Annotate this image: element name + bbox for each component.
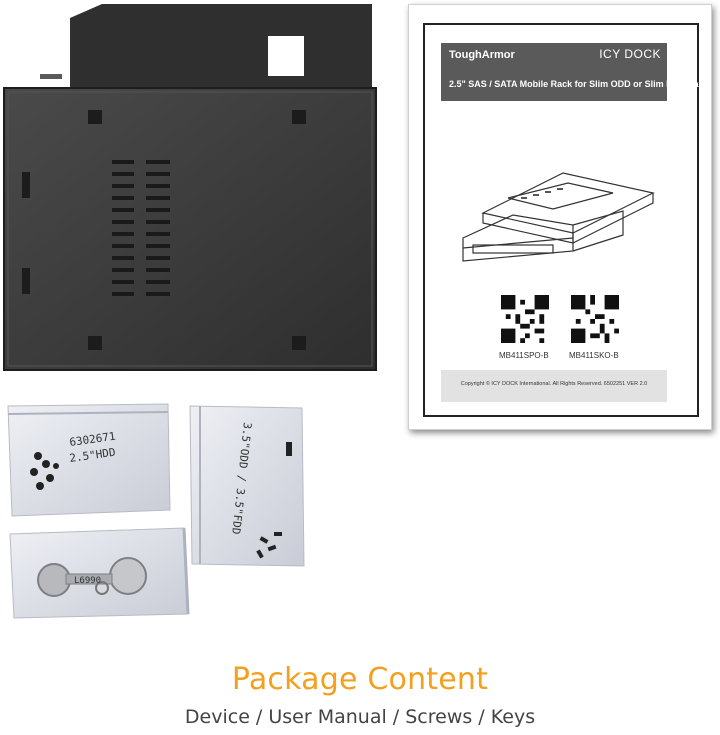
manual-footer: Copyright © ICY DOCK International. All … <box>441 370 667 402</box>
qr-code-mb411sko <box>571 295 619 343</box>
keys-icon <box>37 557 147 597</box>
user-manual: ToughArmor ICY DOCK 2.5" SAS / SATA Mobi… <box>408 4 712 430</box>
manual-product-illustration <box>462 172 655 262</box>
caption-subtitle: Device / User Manual / Screws / Keys <box>184 706 536 728</box>
manual-border: ToughArmor ICY DOCK 2.5" SAS / SATA Mobi… <box>423 23 704 417</box>
screw-bag-hdd: 6302671 2.5"HDD <box>7 403 171 517</box>
screw-bag-1-line-1: 6302671 <box>69 430 117 449</box>
caption-title: Package Content <box>231 662 489 697</box>
screw-bag-odd-fdd: 3.5"ODD / 3.5"FDD <box>189 405 305 567</box>
key-tag-label: L6990 <box>74 576 101 586</box>
screw-bag-1-line-2: 2.5"HDD <box>69 446 117 465</box>
manual-title: ToughArmor <box>449 49 515 61</box>
manual-subtitle: 2.5" SAS / SATA Mobile Rack for Slim ODD… <box>449 79 704 89</box>
qr-label-1: MB411SPO-B <box>499 351 549 360</box>
qr-label-2: MB411SKO-B <box>569 351 619 360</box>
qr-code-mb411spo <box>501 295 549 343</box>
key-bag: L6990 <box>9 527 190 619</box>
mobile-rack-device <box>3 4 377 371</box>
manual-brand-logo: ICY DOCK <box>599 47 661 61</box>
manual-header: ToughArmor ICY DOCK 2.5" SAS / SATA Mobi… <box>441 43 704 101</box>
manual-copyright: Copyright © ICY DOCK International. All … <box>460 381 648 387</box>
